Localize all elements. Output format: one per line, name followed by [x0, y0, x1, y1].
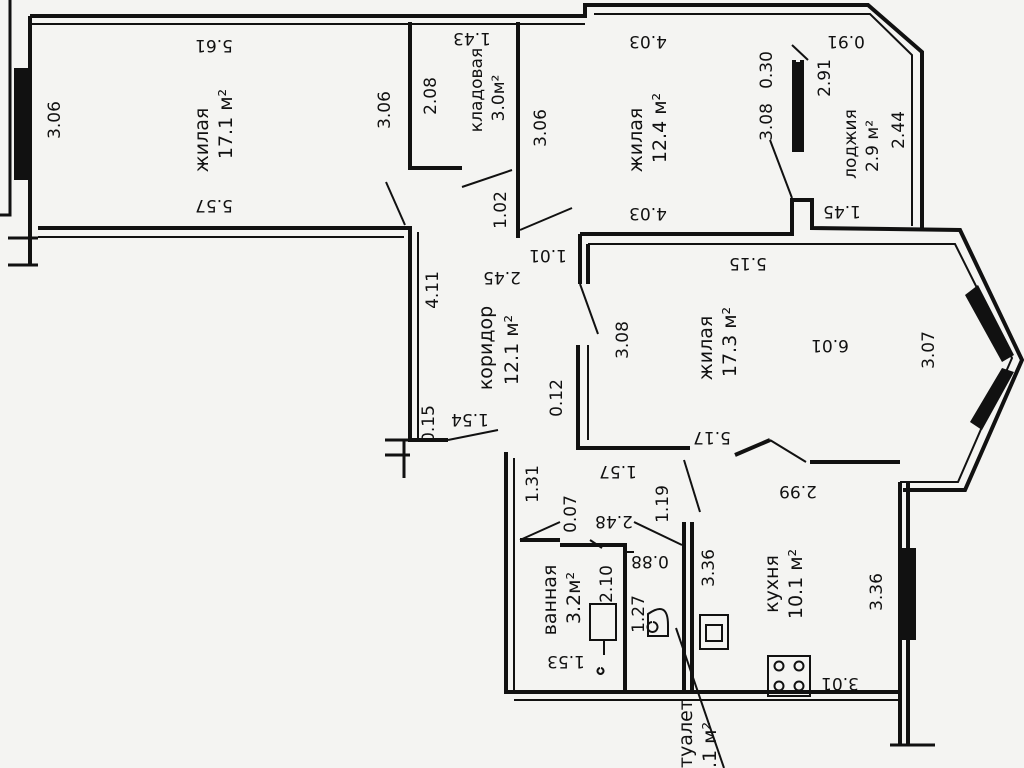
dim-k-c: 1.19 — [653, 485, 673, 523]
dim-lg-right: 2.44 — [889, 111, 909, 149]
room-living3-area: 17.3 м² — [719, 307, 741, 377]
room-toilet-area: .1 м² — [699, 722, 721, 768]
window-loggia — [796, 62, 802, 152]
window-living1 — [14, 68, 28, 180]
dim-lg-top: 0.91 — [827, 31, 865, 51]
room-kitchen-area: 10.1 м² — [785, 549, 807, 619]
dim-st-left: 2.08 — [421, 77, 441, 115]
dim-lg-b: 2.91 — [815, 59, 835, 97]
dim-k-left: 3.36 — [699, 549, 719, 587]
dim-c-left: 4.11 — [423, 271, 443, 309]
dim-l3-bottom: 5.17 — [693, 427, 731, 447]
room-kitchen-name: кухня — [761, 555, 783, 613]
dim-b-c: 2.48 — [595, 511, 633, 531]
fixtures — [589, 603, 811, 697]
dim-l2-left: 3.06 — [531, 109, 551, 147]
room-living2-area: 12.4 м² — [649, 93, 671, 163]
dim-c-a: 0.15 — [419, 405, 439, 443]
room-toilet-name: туалет — [675, 699, 697, 768]
window-living3-a — [965, 285, 1014, 362]
dim-l2-right: 3.08 — [757, 103, 777, 141]
room-bath-area: 3.2м² — [563, 572, 585, 624]
windows — [14, 62, 1014, 640]
room-living1-name: жилая — [191, 108, 213, 173]
dim-l2-bottom: 4.03 — [629, 203, 667, 223]
sink-icon — [699, 614, 729, 650]
room-storage-area: 3.0м² — [489, 75, 509, 122]
dim-st-top: 1.43 — [453, 28, 491, 48]
dim-l1-top: 5.61 — [195, 35, 233, 55]
shower-icon — [596, 640, 605, 675]
room-loggia-name: лоджия — [841, 109, 861, 179]
dim-b-e: 1.53 — [547, 651, 585, 671]
dim-l2-top: 4.03 — [629, 31, 667, 51]
dim-l3-top: 5.15 — [729, 253, 767, 273]
dim-b-a: 1.31 — [523, 465, 543, 503]
dim-t-b: 1.27 — [629, 595, 649, 633]
dim-c-b: 1.54 — [451, 409, 489, 429]
room-living2-name: жилая — [625, 108, 647, 173]
dim-lg-bottom: 1.45 — [823, 201, 861, 221]
dim-k-bottom: 3.01 — [821, 673, 859, 693]
dim-l1-left: 3.06 — [45, 101, 65, 139]
bathtub-icon — [589, 603, 617, 641]
dim-c-door1: 1.02 — [491, 191, 511, 229]
dim-b-b: 0.07 — [561, 495, 581, 533]
window-living3-b — [970, 368, 1014, 430]
dim-l3-left: 3.08 — [613, 321, 633, 359]
dim-k-a: 1.57 — [599, 461, 637, 481]
room-corridor-name: коридор — [475, 306, 497, 390]
room-living3-name: жилая — [695, 316, 717, 381]
room-corridor-area: 12.1 м² — [501, 315, 523, 385]
dim-c-door2: 1.01 — [529, 245, 567, 265]
dim-l1-right: 3.06 — [375, 91, 395, 129]
dim-lg-a: 0.30 — [757, 51, 777, 89]
dimension-labels: 5.61 5.57 1.43 4.03 4.03 0.91 1.45 1.01 … — [45, 28, 939, 693]
toilet-icon — [646, 607, 669, 637]
dim-c-width: 2.45 — [483, 267, 521, 287]
dim-b-d: 2.10 — [597, 565, 617, 603]
dim-k-right: 3.36 — [867, 573, 887, 611]
room-living1-area: 17.1 м² — [215, 89, 237, 159]
dim-l3-small: 0.12 — [547, 379, 567, 417]
window-kitchen — [902, 548, 916, 640]
stove-icon — [767, 655, 811, 697]
dim-l3-mid: 6.01 — [811, 335, 849, 355]
dim-l3-right: 3.07 — [919, 331, 939, 369]
room-labels: жилая 17.1 м² кладовая 3.0м² жилая 12.4 … — [191, 48, 883, 768]
dim-t-a: 0.88 — [631, 551, 669, 571]
room-bath-name: ванная — [539, 565, 561, 636]
dim-k-b: 2.99 — [779, 481, 817, 501]
room-storage-name: кладовая — [467, 48, 487, 132]
dim-l1-bottom: 5.57 — [195, 195, 233, 215]
room-loggia-area: 2.9 м² — [863, 120, 883, 172]
